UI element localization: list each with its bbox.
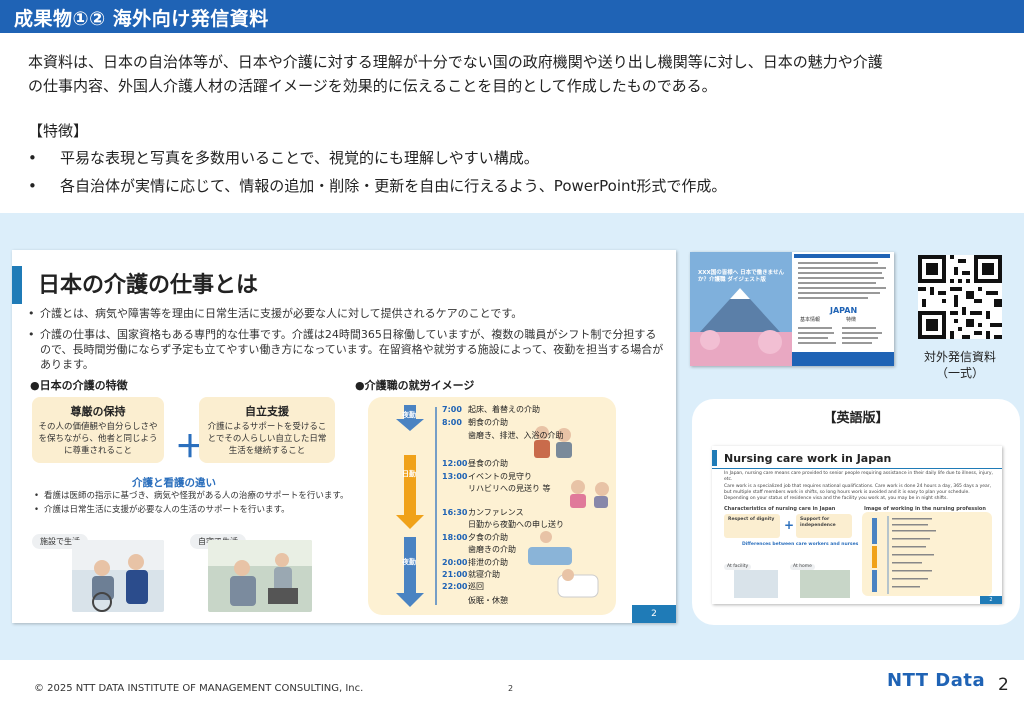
english-facility: At facility bbox=[724, 564, 752, 570]
schedule-row: リハビリへの見送り 等 bbox=[468, 484, 551, 493]
features-heading: ●日本の介護の特徴 bbox=[30, 379, 128, 392]
intro-text: 本資料は、日本の自治体等が、日本や介護に対する理解が十分でない国の政府機関や送り… bbox=[28, 50, 1008, 98]
slide-page-number: 2 bbox=[632, 605, 676, 623]
schedule-row: 22:00巡回 bbox=[442, 582, 484, 591]
schedule-row: 20:00排泄の介助 bbox=[442, 558, 508, 567]
intro-line-1: 本資料は、日本の自治体等が、日本や介護に対する理解が十分でない国の政府機関や送り… bbox=[28, 53, 883, 71]
independence-text: 介護によるサポートを受けることでその人らしい自立した日常生活を継続すること bbox=[207, 422, 327, 456]
digest-thumbnail[interactable]: XXX国の皆様へ 日本で働きませんか？介護職 ダイジェスト版 JAPAN 基本情… bbox=[690, 252, 894, 366]
independence-title: 自立支援 bbox=[245, 405, 289, 418]
intro-line-2: の仕事内容、外国人介護人材の活躍イメージを効果的に伝えることを目的として作成した… bbox=[28, 77, 717, 95]
work-heading: ●介護職の就労イメージ bbox=[355, 379, 475, 392]
digest-col-basic: 基本情報 bbox=[800, 317, 821, 323]
schedule-row: 12:00昼食の介助 bbox=[442, 459, 508, 468]
diff-list: 看護は医師の指示に基づき、病気や怪我がある人の治療のサポートを行います。 介護は… bbox=[30, 490, 350, 518]
independence-box: 自立支援 介護によるサポートを受けることでその人らしい自立した日常生活を継続する… bbox=[199, 397, 335, 463]
dignity-title: 尊厳の保持 bbox=[70, 405, 126, 418]
qr-caption: 対外発信資料 （一式） bbox=[908, 349, 1012, 381]
diff-item: 介護は日常生活に支援が必要な人の生活のサポートを行います。 bbox=[30, 504, 350, 516]
english-home: At home bbox=[790, 564, 815, 570]
feature-item: •各自治体が実情に応じて、情報の追加・削除・更新を自由に行えるよう、PowerP… bbox=[28, 177, 727, 195]
dignity-box: 尊厳の保持 その人の価値観や自分らしさやを保ちながら、他者と同じように尊重される… bbox=[32, 397, 164, 463]
feature-item: •平易な表現と写真を多数用いることで、視覚的にも理解しやすい構成。 bbox=[28, 149, 539, 167]
en-accent bbox=[712, 450, 717, 466]
diff-item: 看護は医師の指示に基づき、病気や怪我がある人の治療のサポートを行います。 bbox=[30, 490, 350, 502]
slide-bullet: 介護とは、病気や障害等を理由に日常生活に支援が必要な人に対して提供されるケアのこ… bbox=[26, 306, 666, 321]
qr-code[interactable] bbox=[918, 255, 1002, 339]
english-version-panel: 【英語版】 Nursing care work in Japan In Japa… bbox=[692, 399, 1020, 625]
schedule-row: 13:00イベントの見守り bbox=[442, 472, 532, 481]
page-title: 成果物①② 海外向け発信資料 bbox=[14, 8, 269, 30]
dignity-text: その人の価値観や自分らしさやを保ちながら、他者と同じように尊重されること bbox=[38, 422, 158, 456]
facility-photo bbox=[72, 540, 164, 612]
qr-caption-line-1: 対外発信資料 bbox=[923, 350, 996, 364]
footer-page: 2 bbox=[508, 684, 514, 693]
home-photo bbox=[208, 540, 312, 612]
schedule-row: 日勤から夜勤への申し送り bbox=[468, 520, 564, 529]
digest-cover-title: XXX国の皆様へ 日本で働きませんか？介護職 ダイジェスト版 bbox=[698, 270, 784, 283]
schedule-row: 歯磨き、排泄、入浴の介助 bbox=[468, 431, 564, 440]
features-title: 【特徴】 bbox=[28, 122, 89, 140]
english-text-2: Care work is a specialized job that requ… bbox=[724, 484, 992, 501]
schedule-row: 16:30カンファレンス bbox=[442, 508, 524, 517]
slide-accent bbox=[12, 266, 22, 304]
slide-number: 2 bbox=[998, 675, 1009, 695]
slide-bullet: 介護の仕事は、国家資格もある専門的な仕事です。介護は24時間365日稼働していま… bbox=[26, 327, 666, 372]
schedule-row: 仮眠・休憩 bbox=[468, 596, 508, 605]
en-title-rule bbox=[712, 468, 1002, 469]
english-diff: Differences between care workers and nur… bbox=[742, 542, 859, 547]
digest-country: JAPAN bbox=[830, 306, 858, 315]
english-head-2: Image of working in the nursing professi… bbox=[864, 506, 986, 512]
copyright: © 2025 NTT DATA INSTITUTE OF MANAGEMENT … bbox=[34, 683, 364, 694]
title-bar: 成果物①② 海外向け発信資料 bbox=[0, 0, 1024, 33]
diff-title: 介護と看護の違い bbox=[132, 477, 216, 489]
slide-preview[interactable]: 日本の介護の仕事とは 介護とは、病気や障害等を理由に日常生活に支援が必要な人に対… bbox=[12, 250, 676, 623]
day-label: 日勤 bbox=[402, 470, 416, 478]
schedule-row: 18:00夕食の介助 bbox=[442, 533, 508, 542]
slide-title: 日本の介護の仕事とは bbox=[38, 273, 259, 298]
english-slide-preview[interactable]: Nursing care work in Japan In Japan, nur… bbox=[712, 446, 1002, 604]
english-text-1: In Japan, nursing care means care provid… bbox=[724, 471, 993, 482]
night-label-bottom: 夜勤 bbox=[402, 558, 416, 566]
qr-caption-line-2: （一式） bbox=[935, 366, 984, 380]
features-list: •平易な表現と写真を多数用いることで、視覚的にも理解しやすい構成。 •各自治体が… bbox=[28, 147, 726, 203]
en-support-box: Support for independence bbox=[796, 514, 852, 538]
ntt-data-logo: NTT Data bbox=[887, 670, 986, 691]
en-respect-box: Respect of dignity bbox=[724, 514, 780, 538]
en-plus-icon: + bbox=[784, 518, 795, 532]
english-slide-title: Nursing care work in Japan bbox=[724, 452, 892, 465]
night-label-top: 夜勤 bbox=[402, 411, 416, 419]
slide-bullets: 介護とは、病気や障害等を理由に日常生活に支援が必要な人に対して提供されるケアのこ… bbox=[26, 306, 666, 378]
english-head-1: Characteristics of nursing care in Japan bbox=[724, 506, 836, 512]
schedule-row: 歯磨きの介助 bbox=[468, 545, 516, 554]
en-page-number: 2 bbox=[980, 596, 1002, 604]
digest-col-feature: 特徴 bbox=[846, 317, 857, 323]
schedule-row: 21:00就寝介助 bbox=[442, 570, 500, 579]
english-version-label: 【英語版】 bbox=[823, 411, 889, 426]
